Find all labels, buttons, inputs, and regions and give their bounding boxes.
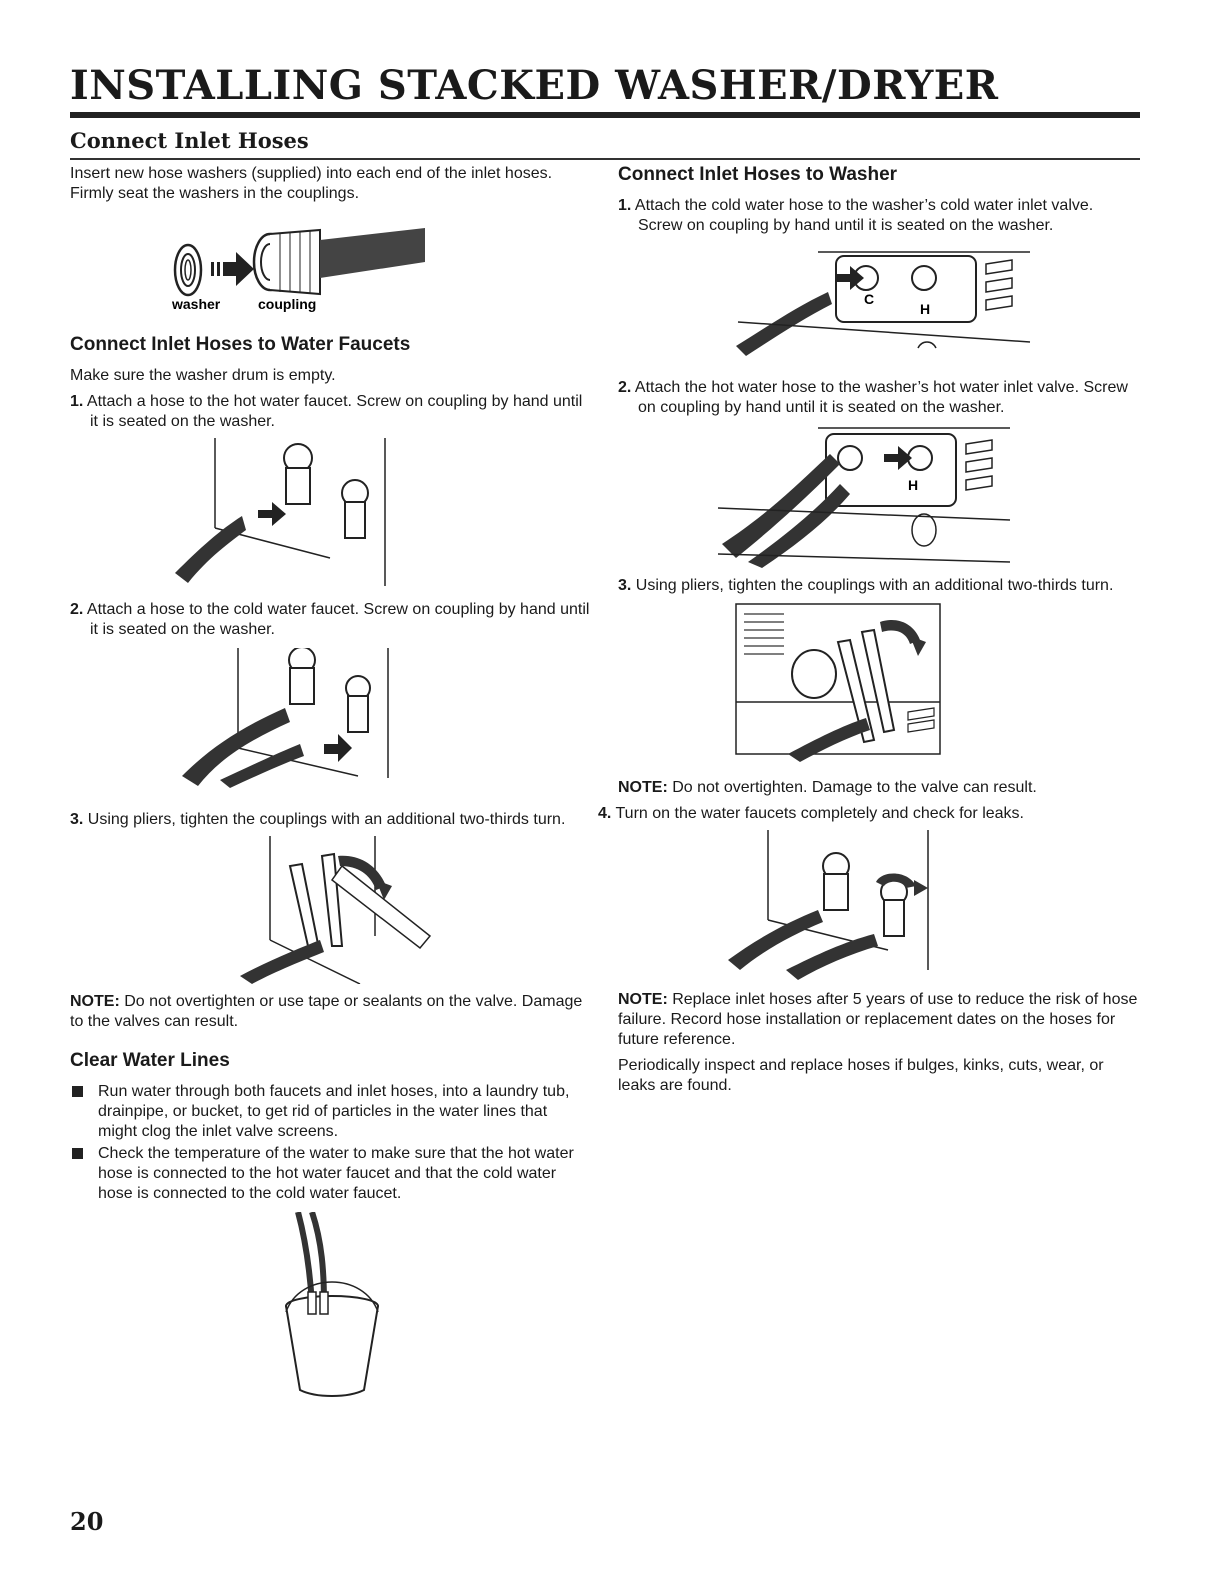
left-column: Insert new hose washers (supplied) into …: [70, 164, 590, 1408]
faucet-step-2: 2. Attach a hose to the cold water fauce…: [70, 601, 590, 638]
bullet-square-icon: [72, 1148, 83, 1159]
washer-step-4: 4. Turn on the water faucets completely …: [598, 805, 1024, 822]
faucet-step-3: 3. Using pliers, tighten the couplings w…: [70, 811, 566, 828]
cold-faucet-illustration: [182, 648, 389, 788]
right-column: Connect Inlet Hoses to Washer 1. Attach …: [598, 164, 1140, 1096]
washer-steps: 1. Attach the cold water hose to the was…: [618, 196, 1140, 236]
faucet-steps-c: 3. Using pliers, tighten the couplings w…: [70, 810, 590, 830]
washer-steps-b: 2. Attach the hot water hose to the wash…: [618, 378, 1140, 418]
hot-valve-illustration: H: [717, 427, 1011, 568]
coupling-label: coupling: [258, 296, 316, 312]
hot-faucet-illustration: [175, 438, 386, 586]
hot-inlet-label: H: [920, 301, 930, 317]
clear-lines-list: Run water through both faucets and inlet…: [70, 1082, 590, 1204]
clear-lines-bullet-2: Check the temperature of the water to ma…: [70, 1144, 590, 1204]
bullet-square-icon: [72, 1086, 83, 1097]
washer-coupling-illustration: washer coupling: [171, 228, 425, 312]
faucet-steps-b: 2. Attach a hose to the cold water fauce…: [70, 600, 590, 640]
washer-step-1: 1. Attach the cold water hose to the was…: [618, 197, 1094, 234]
washer-steps-d: 4. Turn on the water faucets completely …: [598, 804, 1140, 824]
clear-lines-bullet-1: Run water through both faucets and inlet…: [70, 1082, 590, 1142]
faucets-heading: Connect Inlet Hoses to Water Faucets: [70, 334, 411, 355]
faucet-note: NOTE: Do not overtighten or use tape or …: [70, 993, 583, 1030]
faucets-intro: Make sure the washer drum is empty.: [70, 367, 336, 384]
washer-step-2: 2. Attach the hot water hose to the wash…: [618, 379, 1128, 416]
pliers-valve-illustration: [735, 603, 941, 762]
washer-step-3: 3. Using pliers, tighten the couplings w…: [618, 577, 1114, 594]
washer-note-1: NOTE: Do not overtighten. Damage to the …: [618, 779, 1037, 796]
section-intro: Insert new hose washers (supplied) into …: [70, 165, 553, 202]
faucet-step-1: 1. Attach a hose to the hot water faucet…: [70, 393, 583, 430]
hot-inlet-label-2: H: [908, 477, 918, 493]
page-number: 20: [70, 1507, 104, 1536]
title-rule: [70, 112, 1140, 118]
page-title: INSTALLING STACKED WASHER/DRYER: [70, 62, 999, 109]
cold-valve-illustration: C H: [736, 251, 1031, 356]
cold-inlet-label: C: [864, 291, 874, 307]
pliers-faucet-illustration: [240, 836, 432, 984]
washer-label: washer: [171, 296, 221, 312]
faucets-on-illustration: [728, 830, 929, 980]
faucet-steps: 1. Attach a hose to the hot water faucet…: [70, 392, 590, 432]
washer-connect-heading: Connect Inlet Hoses to Washer: [618, 164, 898, 185]
section-rule: [70, 158, 1140, 160]
section-heading: Connect Inlet Hoses: [70, 128, 309, 153]
washer-steps-c: 3. Using pliers, tighten the couplings w…: [618, 576, 1140, 596]
bucket-illustration: [285, 1212, 379, 1397]
washer-note-2: NOTE: Replace inlet hoses after 5 years …: [618, 991, 1138, 1048]
closing-paragraph: Periodically inspect and replace hoses i…: [618, 1057, 1104, 1094]
clear-lines-heading: Clear Water Lines: [70, 1050, 230, 1071]
